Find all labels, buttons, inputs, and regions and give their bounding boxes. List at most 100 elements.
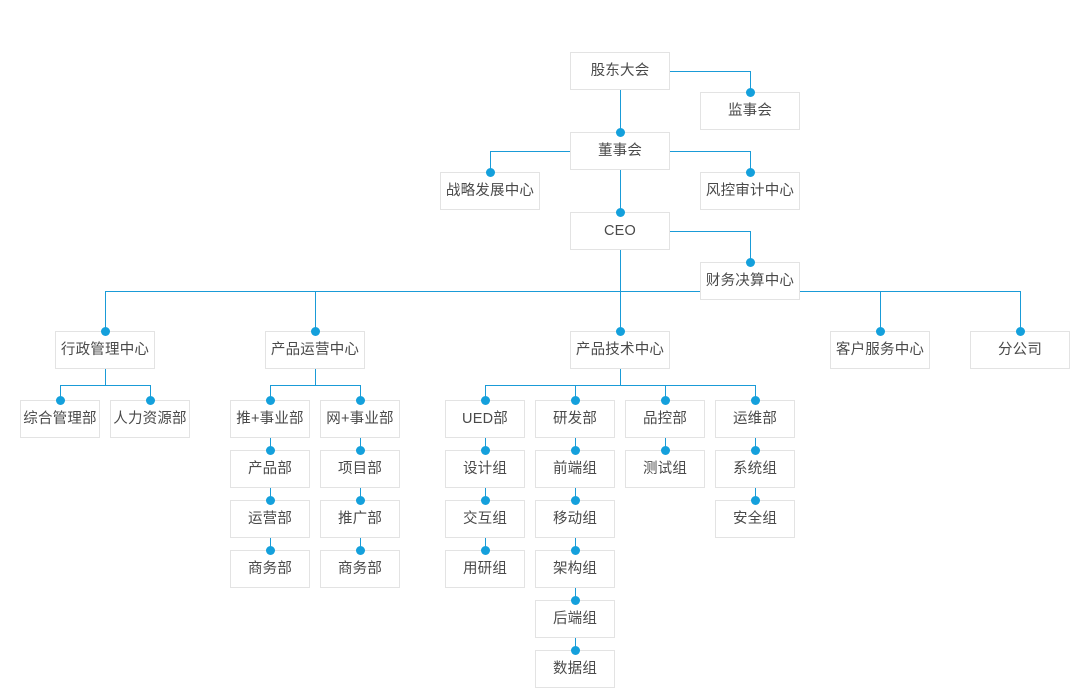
- org-node-label: 产品部: [247, 460, 293, 477]
- org-node-q3[interactable]: 推广部: [320, 500, 400, 538]
- org-node-label: 移动组: [552, 510, 598, 527]
- org-node-c2[interactable]: 产品运营中心: [265, 331, 365, 369]
- connector-dot: [55, 395, 65, 405]
- connector-stem-parent: [620, 369, 621, 385]
- org-node-label: 后端组: [552, 610, 598, 627]
- connector-line-horizontal: [670, 231, 750, 232]
- connector-line-vertical: [575, 538, 576, 550]
- org-node-label: 股东大会: [590, 62, 650, 79]
- org-node-o1[interactable]: 运维部: [715, 400, 795, 438]
- org-node-n7[interactable]: 财务决算中心: [700, 262, 800, 300]
- connector-dot: [750, 445, 760, 455]
- connector-dot: [750, 395, 760, 405]
- connector-stem-child: [665, 385, 666, 400]
- connector-dot: [310, 326, 320, 336]
- connector-dot: [570, 495, 580, 505]
- org-node-label: 测试组: [642, 460, 688, 477]
- org-node-n4[interactable]: 战略发展中心: [440, 172, 540, 210]
- connector-stem-parent: [105, 369, 106, 385]
- org-node-q4[interactable]: 商务部: [320, 550, 400, 588]
- org-node-t1[interactable]: 品控部: [625, 400, 705, 438]
- org-node-c4[interactable]: 客户服务中心: [830, 331, 930, 369]
- org-node-label: 研发部: [552, 410, 598, 427]
- connector-dot: [480, 395, 490, 405]
- connector-line-vertical: [270, 438, 271, 450]
- org-node-n1[interactable]: 股东大会: [570, 52, 670, 90]
- connector-stem-child: [620, 291, 621, 331]
- org-node-label: 风控审计中心: [705, 182, 795, 199]
- org-node-label: CEO: [603, 222, 637, 239]
- org-node-label: 交互组: [462, 510, 508, 527]
- connector-dot: [355, 445, 365, 455]
- connector-dot: [480, 495, 490, 505]
- org-node-n2[interactable]: 监事会: [700, 92, 800, 130]
- org-node-r3[interactable]: 移动组: [535, 500, 615, 538]
- org-node-u3[interactable]: 交互组: [445, 500, 525, 538]
- org-node-label: 产品运营中心: [270, 341, 360, 358]
- org-node-c5[interactable]: 分公司: [970, 331, 1070, 369]
- org-node-label: 董事会: [597, 142, 643, 159]
- connector-dot: [570, 545, 580, 555]
- connector-stem-parent: [620, 250, 621, 291]
- connector-line-vertical: [575, 638, 576, 650]
- connector-dot: [660, 445, 670, 455]
- connector-rail: [270, 385, 360, 386]
- org-node-o3[interactable]: 安全组: [715, 500, 795, 538]
- org-node-n3[interactable]: 董事会: [570, 132, 670, 170]
- org-node-r6[interactable]: 数据组: [535, 650, 615, 688]
- org-node-label: 监事会: [727, 102, 773, 119]
- connector-dot: [570, 645, 580, 655]
- connector-stem-child: [315, 291, 316, 331]
- org-node-label: 推广部: [337, 510, 383, 527]
- org-node-label: 网+事业部: [326, 410, 394, 427]
- org-node-q2[interactable]: 项目部: [320, 450, 400, 488]
- org-node-label: 安全组: [732, 510, 778, 527]
- org-node-label: 架构组: [552, 560, 598, 577]
- org-node-p4[interactable]: 商务部: [230, 550, 310, 588]
- org-node-n6[interactable]: CEO: [570, 212, 670, 250]
- org-node-r4[interactable]: 架构组: [535, 550, 615, 588]
- org-node-p2[interactable]: 产品部: [230, 450, 310, 488]
- org-node-label: 用研组: [462, 560, 508, 577]
- connector-line-vertical: [620, 170, 621, 212]
- org-node-n5[interactable]: 风控审计中心: [700, 172, 800, 210]
- org-node-label: 商务部: [247, 560, 293, 577]
- org-node-u2[interactable]: 设计组: [445, 450, 525, 488]
- org-node-q1[interactable]: 网+事业部: [320, 400, 400, 438]
- connector-dot: [570, 595, 580, 605]
- connector-dot: [1015, 326, 1025, 336]
- connector-dot: [355, 495, 365, 505]
- org-node-r5[interactable]: 后端组: [535, 600, 615, 638]
- connector-dot: [745, 87, 755, 97]
- connector-rail: [105, 291, 1020, 292]
- connector-rail: [60, 385, 150, 386]
- org-node-t2[interactable]: 测试组: [625, 450, 705, 488]
- connector-dot: [615, 207, 625, 217]
- org-node-a2[interactable]: 人力资源部: [110, 400, 190, 438]
- org-node-p3[interactable]: 运营部: [230, 500, 310, 538]
- org-node-a1[interactable]: 综合管理部: [20, 400, 100, 438]
- connector-line-vertical: [575, 488, 576, 500]
- org-node-c1[interactable]: 行政管理中心: [55, 331, 155, 369]
- org-node-c3[interactable]: 产品技术中心: [570, 331, 670, 369]
- org-node-u4[interactable]: 用研组: [445, 550, 525, 588]
- connector-dot: [355, 395, 365, 405]
- connector-dot: [480, 545, 490, 555]
- org-node-label: 人力资源部: [113, 410, 187, 427]
- connector-dot: [145, 395, 155, 405]
- connector-stem-child: [360, 385, 361, 400]
- connector-dot: [480, 445, 490, 455]
- org-node-o2[interactable]: 系统组: [715, 450, 795, 488]
- connector-dot: [265, 395, 275, 405]
- org-node-p1[interactable]: 推+事业部: [230, 400, 310, 438]
- org-node-label: 综合管理部: [23, 410, 97, 427]
- org-node-r1[interactable]: 研发部: [535, 400, 615, 438]
- connector-line-vertical: [575, 438, 576, 450]
- connector-line-vertical: [755, 438, 756, 450]
- org-node-u1[interactable]: UED部: [445, 400, 525, 438]
- org-node-r2[interactable]: 前端组: [535, 450, 615, 488]
- org-node-label: 客户服务中心: [835, 341, 925, 358]
- connector-dot: [100, 326, 110, 336]
- connector-line-vertical: [750, 151, 751, 172]
